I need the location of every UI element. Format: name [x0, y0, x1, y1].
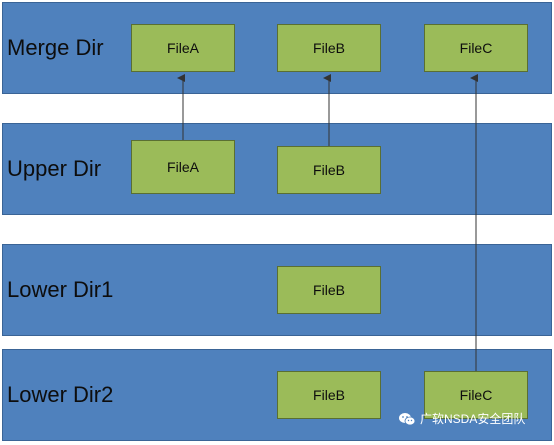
wechat-icon: [399, 412, 416, 425]
lower2-fileb-box: FileB: [277, 371, 381, 419]
watermark-text: 广软NSDA安全团队: [420, 412, 526, 426]
merge-filea-box: FileA: [131, 24, 235, 72]
merge-filec-box: FileC: [424, 24, 528, 72]
lower-dir1-layer: Lower Dir1: [2, 244, 552, 336]
lower-dir1-label: Lower Dir1: [7, 277, 114, 302]
upper-fileb-box: FileB: [277, 146, 381, 194]
lower1-fileb-box: FileB: [277, 266, 381, 314]
lower2-filec-box: FileC: [424, 371, 528, 419]
lower-dir2-label: Lower Dir2: [7, 382, 114, 407]
upper-dir-label: Upper Dir: [7, 156, 102, 181]
watermark: 广软NSDA安全团队: [398, 410, 525, 427]
merge-dir-label: Merge Dir: [7, 35, 104, 60]
upper-filea-box: FileA: [131, 140, 235, 194]
merge-fileb-box: FileB: [277, 24, 381, 72]
